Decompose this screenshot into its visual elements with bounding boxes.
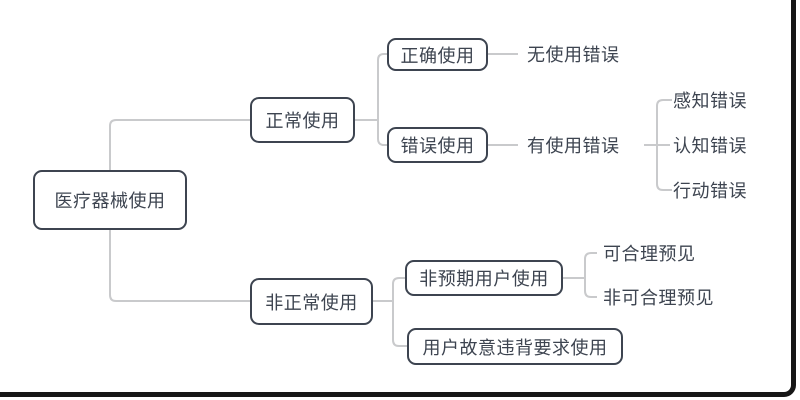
connector-unexpected-user-branch <box>584 252 597 298</box>
connector-root-to-normal-use <box>109 119 250 170</box>
node-wrong-use[interactable]: 错误使用 <box>387 127 488 163</box>
node-cognition-error[interactable]: 认知错误 <box>673 136 747 156</box>
connector-root-to-abnormal-use <box>109 230 250 302</box>
connector-has-error-branch <box>656 99 672 191</box>
node-has-use-error[interactable]: 有使用错误 <box>527 136 620 156</box>
node-abnormal-use[interactable]: 非正常使用 <box>250 278 373 325</box>
connector-normal-use-branch <box>377 53 387 146</box>
node-action-error[interactable]: 行动错误 <box>673 181 747 201</box>
node-medical-device-use[interactable]: 医疗器械使用 <box>33 170 187 230</box>
node-correct-use[interactable]: 正确使用 <box>387 38 488 71</box>
node-unexpected-user-use[interactable]: 非预期用户使用 <box>405 260 563 296</box>
node-no-use-error[interactable]: 无使用错误 <box>527 45 620 65</box>
node-normal-use[interactable]: 正常使用 <box>250 97 355 143</box>
node-perception-error[interactable]: 感知错误 <box>673 91 747 111</box>
node-reasonably-foreseeable[interactable]: 可合理预见 <box>603 244 696 264</box>
node-not-reasonably-foreseeable[interactable]: 非可合理预见 <box>603 288 714 308</box>
connector-abnormal-use-branch <box>392 277 407 347</box>
node-intentional-violation-use[interactable]: 用户故意违背要求使用 <box>407 328 623 365</box>
